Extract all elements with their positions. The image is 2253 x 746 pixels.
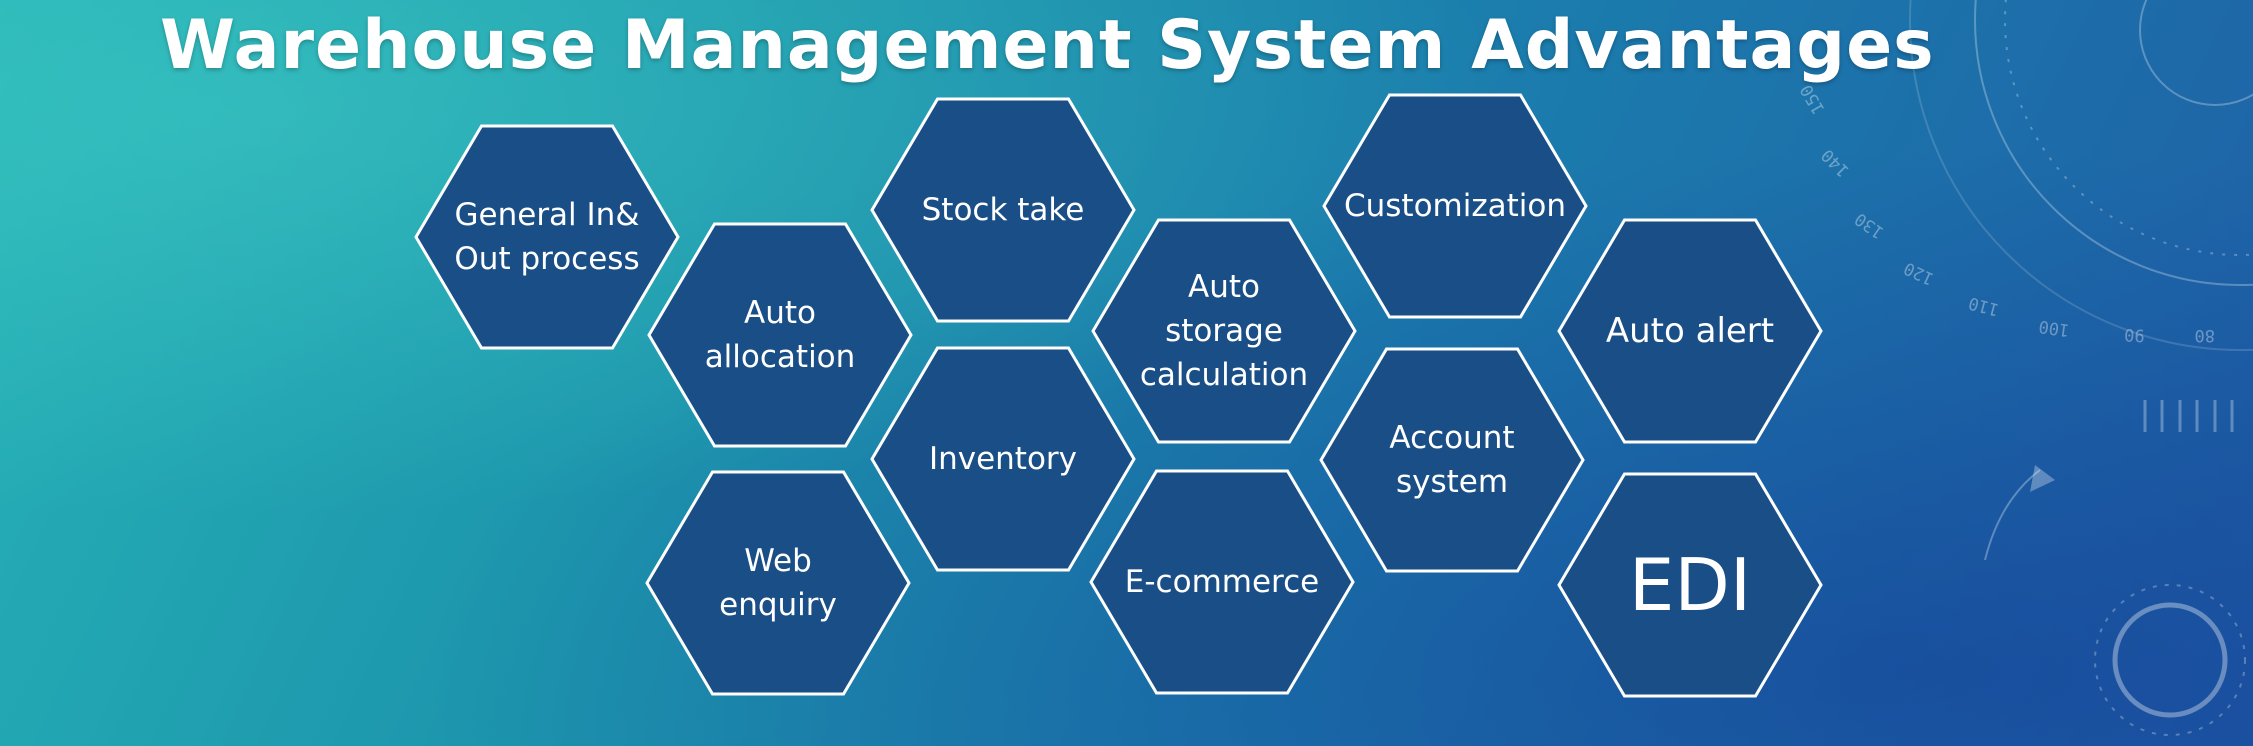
hexagon-auto-alert <box>1557 218 1823 444</box>
hexagon-label-auto-allocation: Auto allocation <box>704 294 856 375</box>
hexagon-label-edi: EDI <box>1628 542 1752 627</box>
hexagon-web-enquiry <box>645 470 911 696</box>
page-title: Warehouse Management System Advantages <box>160 6 1935 85</box>
hexagon-label-stock-take: Stock take <box>921 191 1085 228</box>
hud-tick-label: 90 <box>2124 324 2146 345</box>
hexagon-label-customization: Customization <box>1343 187 1567 224</box>
hexagon-inventory <box>870 346 1136 572</box>
hexagon-auto-allocation <box>647 222 913 448</box>
hexagon-label-inventory: Inventory <box>928 440 1078 477</box>
hexagon-customization <box>1322 93 1588 319</box>
hexagon-label-web-enquiry: Web enquiry <box>719 542 837 623</box>
hexagon-label-auto-alert: Auto alert <box>1605 310 1775 351</box>
hexagon-label-general-in-out-process: General In& Out process <box>454 196 640 277</box>
hexagon-label-account-system: Account system <box>1389 419 1515 500</box>
hexagon-e-commerce <box>1089 469 1355 695</box>
hexagon-account-system <box>1319 347 1585 573</box>
hud-tick-label: 100 <box>2037 316 2070 340</box>
hexagon-general-in-out-process <box>414 124 680 350</box>
hexagon-label-auto-storage-calculation: Auto storage calculation <box>1139 268 1309 393</box>
hexagon-auto-storage-calculation <box>1091 218 1357 444</box>
hud-tick-label: 80 <box>2195 325 2215 345</box>
hexagon-edi <box>1557 472 1823 698</box>
hexagon-label-e-commerce: E-commerce <box>1124 563 1320 600</box>
hexagon-stock-take <box>870 97 1136 323</box>
